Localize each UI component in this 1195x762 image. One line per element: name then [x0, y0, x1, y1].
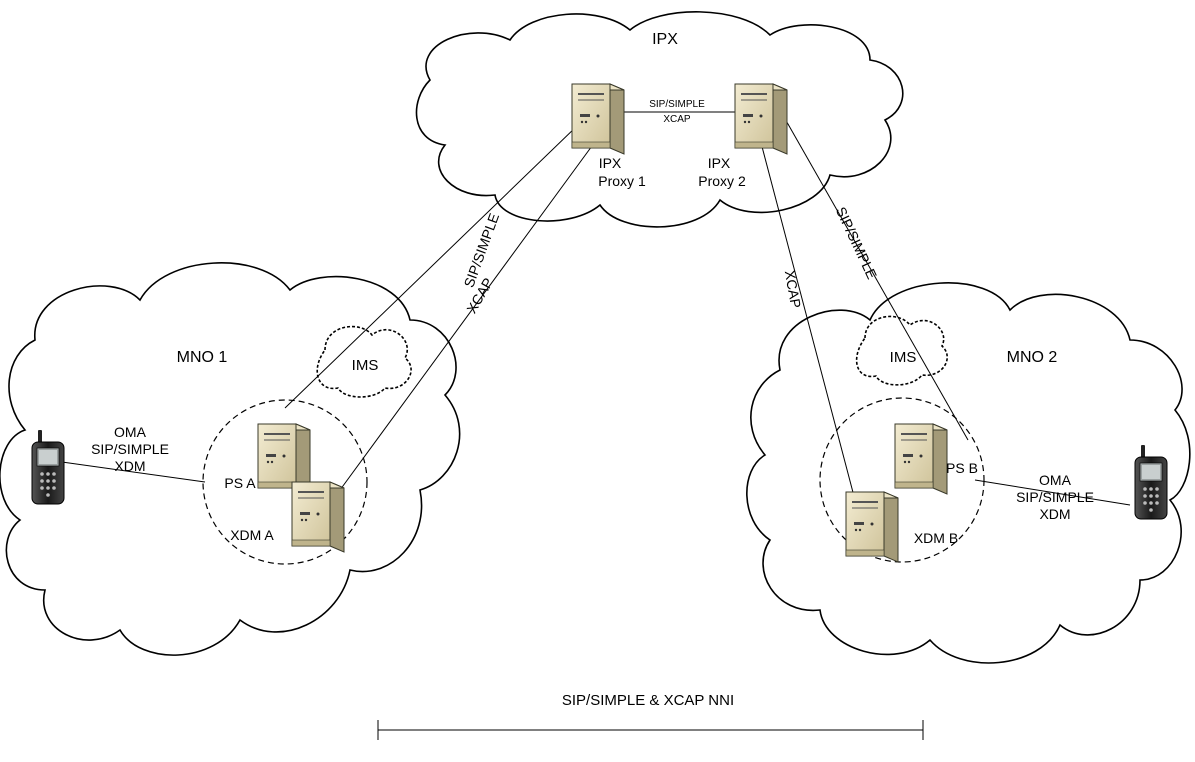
- xdm-a-server-icon: [291, 481, 345, 553]
- mno1-ims-label: IMS: [352, 357, 379, 374]
- proxy2-label-1: IPX: [708, 155, 731, 171]
- mno1-ims-cloud: [316, 325, 412, 398]
- mno1-phone-label-1: OMA: [114, 424, 147, 440]
- ipx-cloud: [415, 11, 904, 228]
- xdm-b-server-icon: [845, 491, 899, 563]
- mno1-phone-line: [61, 461, 206, 483]
- nni-label: SIP/SIMPLE & XCAP NNI: [562, 692, 734, 709]
- mno1-xdm-label: XDM A: [230, 527, 274, 543]
- mno2-service-circle: [819, 397, 985, 563]
- mno2-xdm-label: XDM B: [914, 530, 958, 546]
- proxy-link-label-1: SIP/SIMPLE: [649, 99, 705, 110]
- mno1-ps-label: PS A: [224, 475, 256, 491]
- mno1-service-circle: [202, 399, 368, 565]
- right-sip-label: SIP/SIMPLE: [833, 204, 880, 281]
- mno1-cloud: [0, 262, 461, 656]
- ps-b-server-icon: [894, 423, 948, 495]
- mno2-label: MNO 2: [1007, 349, 1058, 366]
- proxy2-server-icon: [734, 83, 788, 155]
- mno1-phone-label-3: XDM: [114, 458, 145, 474]
- proxy1-label-1: IPX: [599, 155, 622, 171]
- proxy1-label-2: Proxy 1: [598, 173, 646, 189]
- proxy1-server-icon: [571, 83, 625, 155]
- proxy2-label-2: Proxy 2: [698, 173, 746, 189]
- mno2-phone-label-1: OMA: [1039, 472, 1072, 488]
- mno1-phone-label-2: SIP/SIMPLE: [91, 441, 169, 457]
- right-xcap-line: [754, 119, 856, 501]
- ipx-label: IPX: [652, 31, 678, 48]
- mno1-label: MNO 1: [177, 349, 228, 366]
- left-xcap-line: [339, 134, 601, 491]
- mno2-ims-cloud: [855, 315, 948, 386]
- mno2-cloud: [746, 282, 1191, 664]
- mno2-ps-label: PS B: [946, 460, 978, 476]
- mno2-phone-label-3: XDM: [1039, 506, 1070, 522]
- mno2-ims-label: IMS: [890, 349, 917, 366]
- mno2-phone-line: [974, 479, 1131, 506]
- mno2-phone-label-2: SIP/SIMPLE: [1016, 489, 1094, 505]
- left-sip-line: [284, 124, 579, 409]
- right-sip-line: [779, 109, 969, 441]
- proxy-link-label-2: XCAP: [663, 114, 691, 125]
- right-xcap-label: XCAP: [782, 269, 804, 309]
